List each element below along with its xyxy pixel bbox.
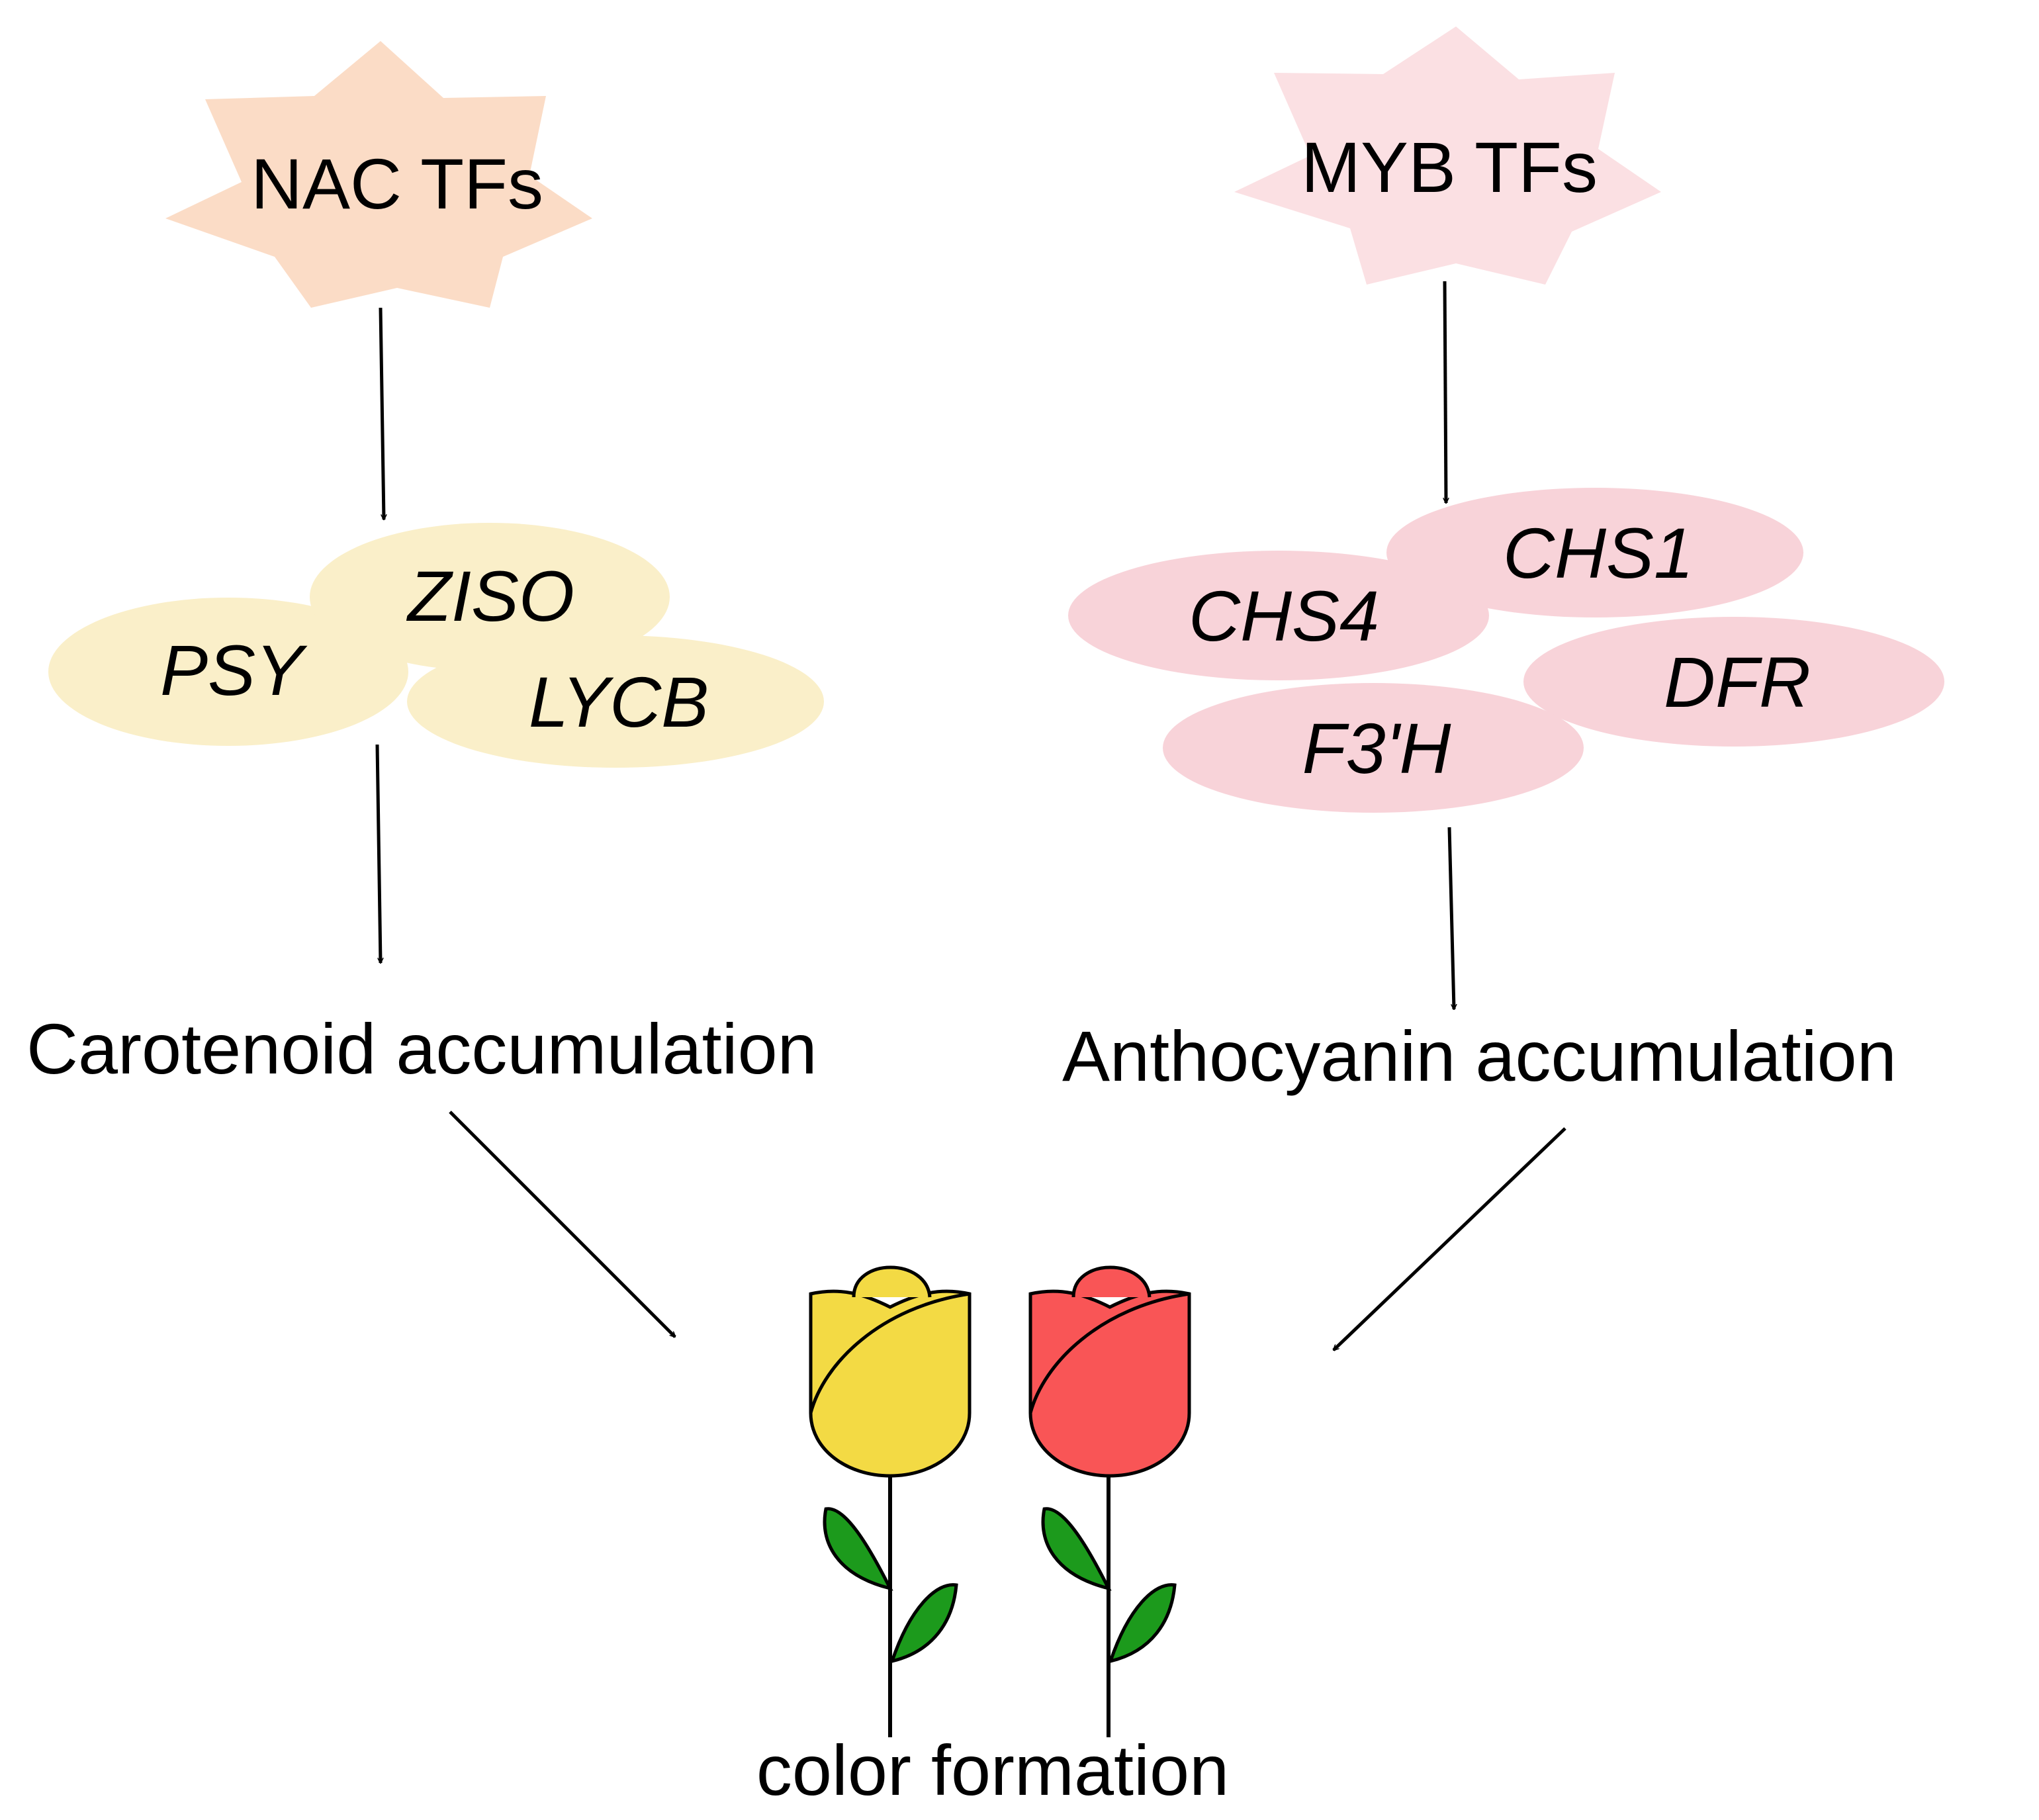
- gene-ellipse-chs4: [1068, 551, 1489, 680]
- yellow-rose-bloom-icon: [809, 1289, 972, 1478]
- carotenoid-gene-cluster: PSY ZISO LYCB: [48, 523, 824, 768]
- gene-label-chs1: CHS1: [1503, 513, 1694, 593]
- red-rose-leaf-upper-icon: [1041, 1507, 1112, 1591]
- anthocyanin-accumulation-label: Anthocyanin accumulation: [1062, 1016, 1897, 1096]
- red-rose-leaf-lower-icon: [1108, 1583, 1177, 1664]
- gene-label-psy: PSY: [160, 630, 308, 710]
- myb-tf-label: MYB TFs: [1301, 127, 1598, 207]
- myb-tf-node: MYB TFs: [1234, 26, 1661, 285]
- gene-label-dfr: DFR: [1664, 642, 1811, 722]
- gene-ellipse-ziso: [310, 523, 670, 671]
- gene-ellipse-psy: [48, 598, 408, 746]
- color-formation-label: color formation: [756, 1730, 1229, 1810]
- yellow-rose-leaf-lower-icon: [889, 1583, 958, 1664]
- gene-label-ziso: ZISO: [406, 556, 574, 636]
- gene-ellipse-chs1: [1386, 488, 1803, 617]
- genes-to-anthocyanin-arrow: [1447, 827, 1454, 1009]
- genes-to-carotenoid-arrow: [375, 744, 381, 963]
- gene-ellipse-f3h: [1163, 683, 1584, 813]
- carotenoid-to-color-arrow: [449, 1111, 675, 1337]
- carotenoid-accumulation-label: Carotenoid accumulation: [26, 1009, 817, 1089]
- red-rose-icon: [1028, 1265, 1191, 1737]
- red-rose-bloom-icon: [1028, 1289, 1191, 1478]
- nac-star-shape: [165, 41, 592, 308]
- yellow-rose-leaf-upper-icon: [823, 1507, 893, 1591]
- gene-label-f3h: F3'H: [1302, 708, 1452, 788]
- nac-to-genes-arrow: [379, 307, 384, 520]
- gene-label-chs4: CHS4: [1189, 576, 1379, 656]
- nac-tf-node: NAC TFs: [165, 41, 592, 308]
- gene-ellipse-dfr: [1523, 617, 1944, 747]
- yellow-rose-icon: [809, 1265, 972, 1737]
- gene-ellipse-lycb: [407, 635, 824, 768]
- gene-label-lycb: LYCB: [529, 662, 709, 742]
- myb-to-genes-arrow: [1445, 281, 1446, 503]
- myb-star-shape: [1234, 26, 1661, 285]
- anthocyanin-gene-cluster: CHS4 CHS1 DFR F3'H: [1068, 488, 1944, 813]
- nac-tf-label: NAC TFs: [251, 144, 543, 224]
- anthocyanin-to-color-arrow: [1334, 1127, 1566, 1351]
